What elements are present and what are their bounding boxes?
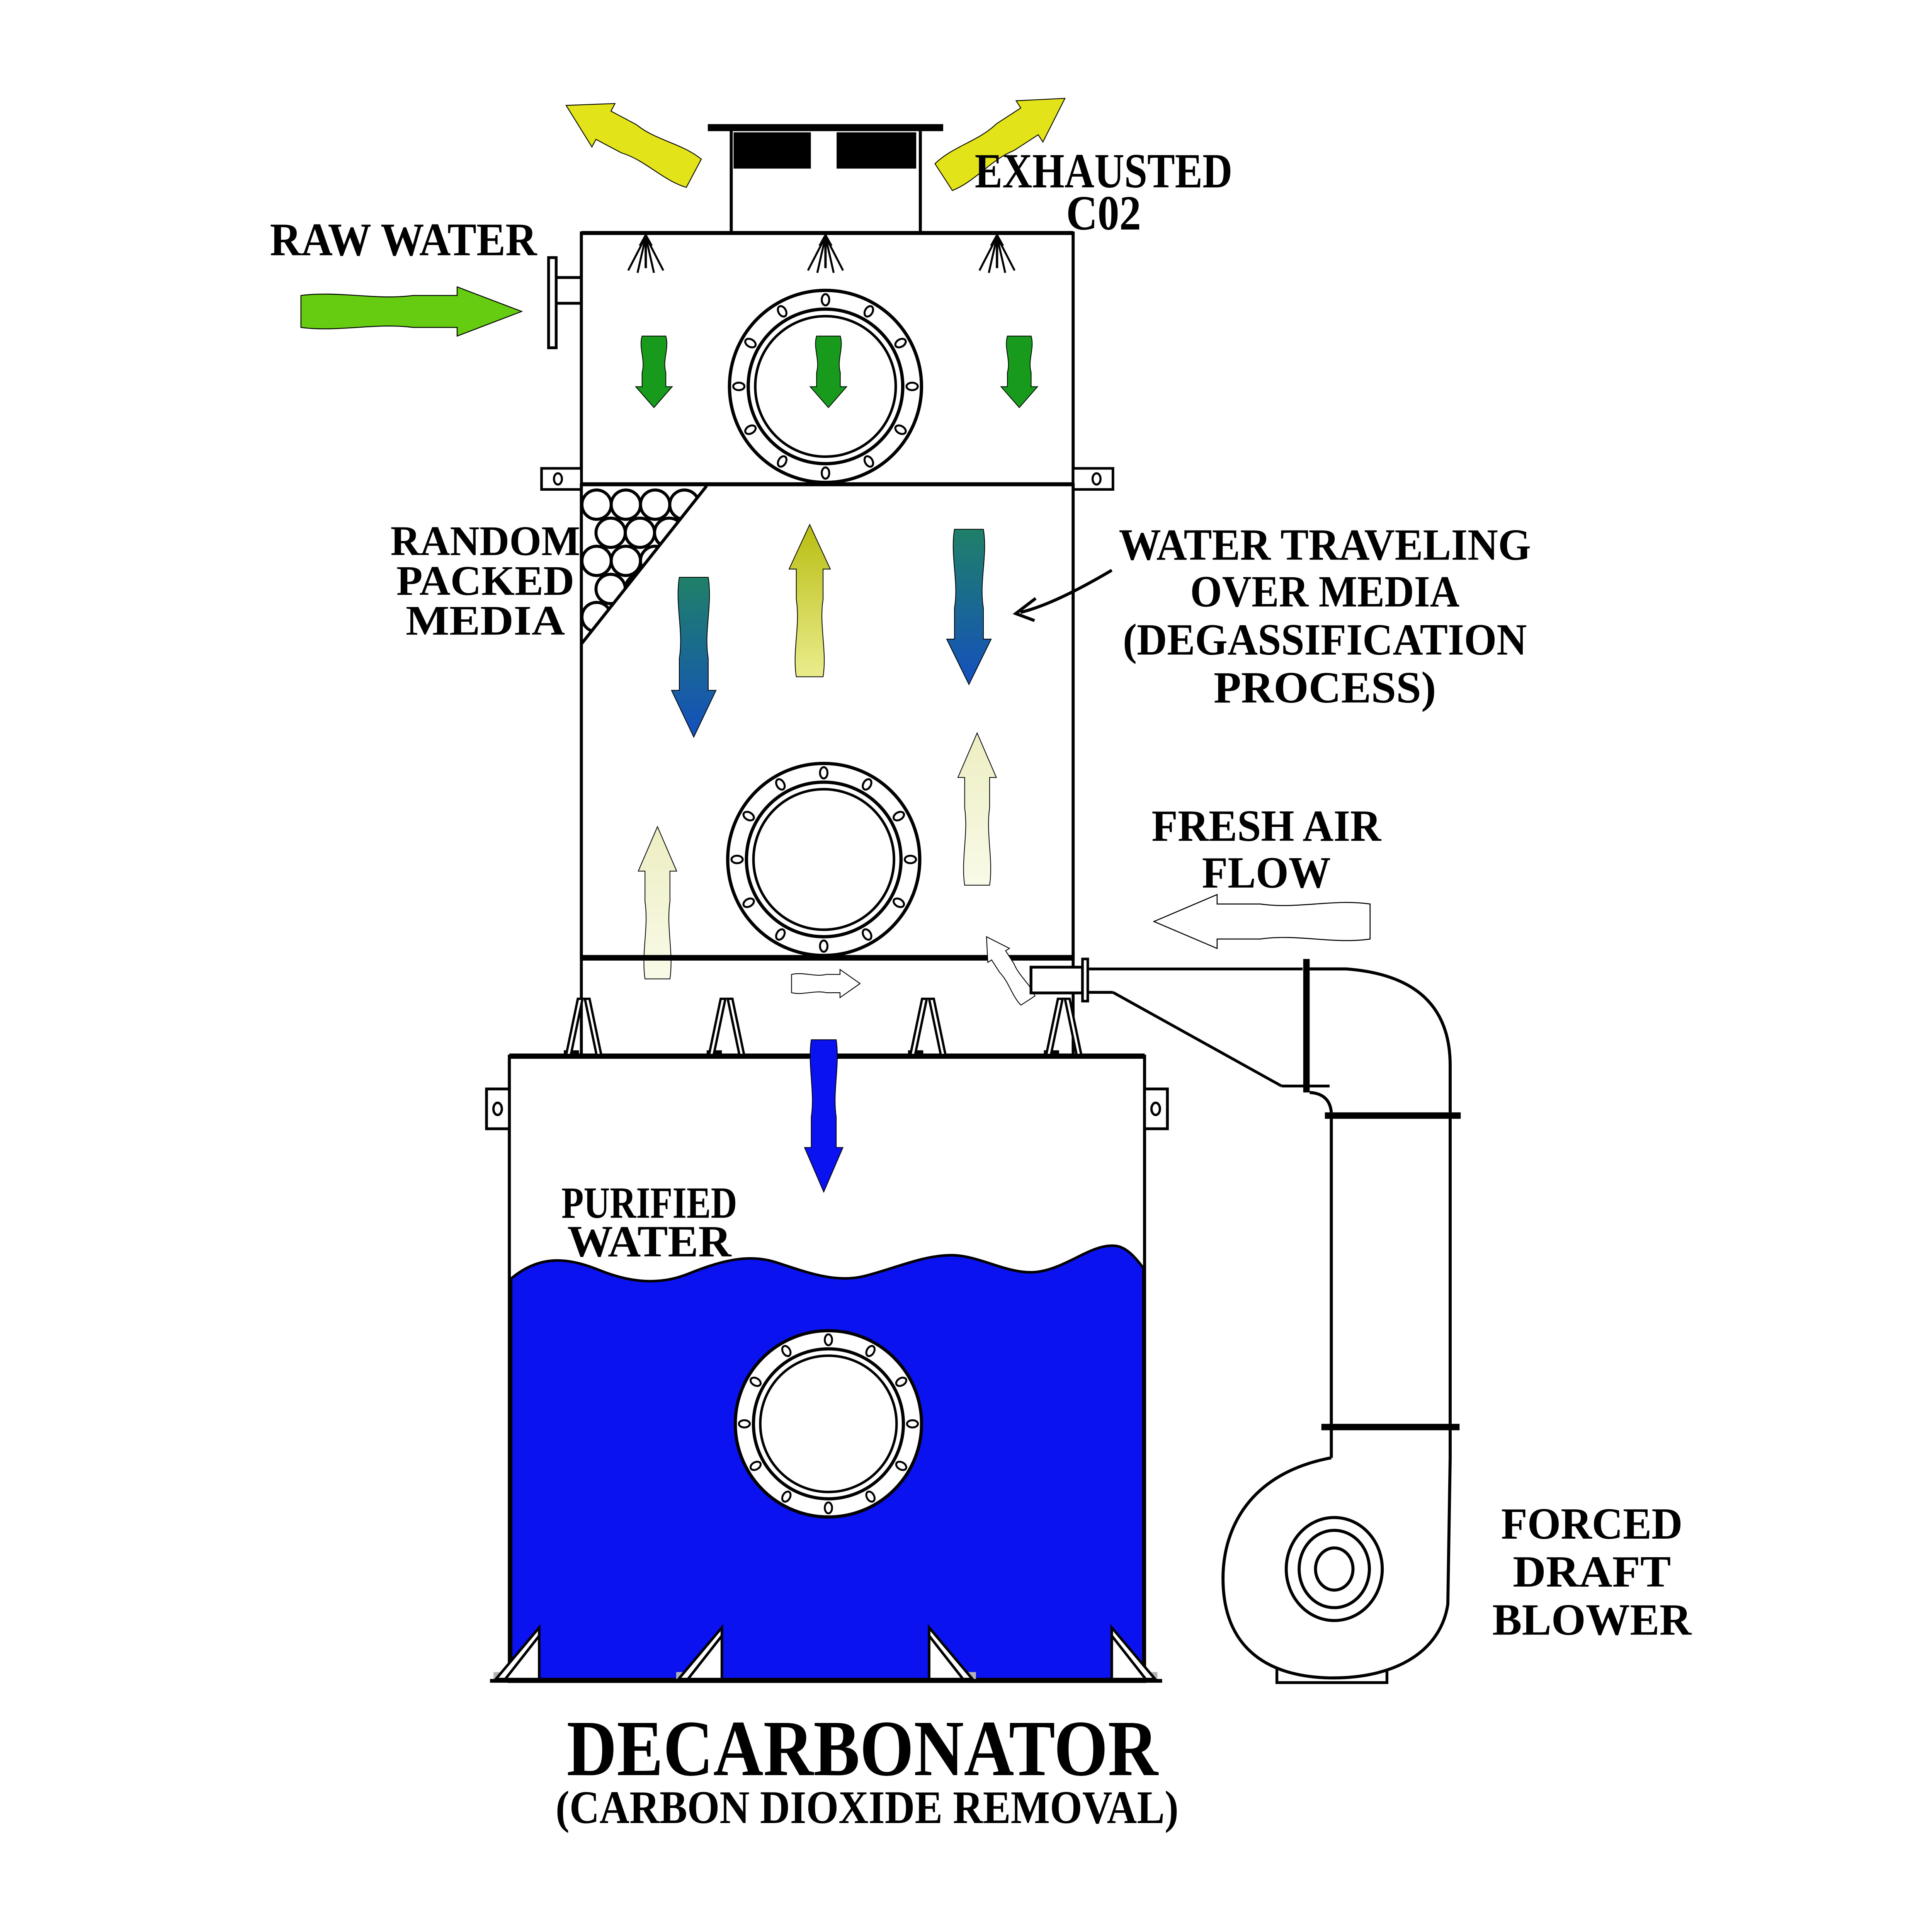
inlet-flange (547, 256, 558, 349)
spray-section (540, 231, 1114, 502)
air-inlet-stub (1029, 966, 1084, 995)
raw-water-arrow-icon (301, 287, 522, 336)
duct-flange (1325, 1112, 1461, 1119)
stack-cap-block-right (837, 132, 917, 169)
stack-cap-plate (707, 124, 943, 131)
column-lug-left (540, 467, 583, 491)
exhausted-co2-label: EXHAUSTED (975, 144, 1233, 198)
tank-lug-right (1143, 1087, 1169, 1130)
annotation-arrow (1012, 569, 1113, 622)
water-traveling-label: WATER TRAVELING (1119, 520, 1531, 569)
random-packed-media-label: RANDOM (391, 517, 580, 564)
fresh-air-flow-label: FRESH AIR (1151, 801, 1382, 850)
packing-section (580, 483, 1075, 979)
forced-draft-blower-label: DRAFT (1513, 1547, 1671, 1596)
water-traveling-label: PROCESS) (1214, 663, 1436, 712)
random-packed-media-label: PACKED (396, 557, 575, 604)
water-traveling-label: (DEGASSIFICATION (1123, 615, 1527, 664)
duct-flange (1303, 959, 1310, 1093)
air-duct (1029, 957, 1461, 1459)
raw-water-label: RAW WATER (270, 214, 537, 266)
tank-legs (493, 1624, 1158, 1680)
purified-water-label: PURIFIED (561, 1178, 737, 1228)
forced-draft-blower (1221, 1456, 1452, 1684)
air-inlet-arrow-icon (791, 969, 860, 998)
purified-water-label: WATER (567, 1217, 732, 1266)
random-packed-media-label: MEDIA (406, 597, 565, 644)
blower-scroll (1221, 1456, 1452, 1680)
manway-tank (735, 1331, 922, 1517)
diagram-subtitle: (CARBON DIOXIDE REMOVAL) (556, 1782, 1179, 1833)
manway-middle (728, 764, 920, 956)
media-boundary-line (580, 485, 708, 645)
air-inlet-flange (1081, 957, 1089, 1003)
diagram-title: DECARBONATOR (567, 1704, 1159, 1793)
tank-lug-left (485, 1087, 511, 1130)
exhaust-arrow-left-icon (554, 84, 705, 195)
exhausted-co2-label: C02 (1066, 186, 1141, 240)
forced-draft-blower-label: BLOWER (1492, 1595, 1692, 1644)
forced-draft-blower-label: FORCED (1501, 1499, 1683, 1548)
fresh-air-arrow-icon (1154, 895, 1370, 948)
duct-flange (1321, 1423, 1460, 1430)
exhaust-stack (707, 124, 943, 233)
water-traveling-label: OVER MEDIA (1190, 567, 1459, 616)
fresh-air-flow-label: FLOW (1202, 848, 1331, 897)
stack-cap-block-left (733, 132, 811, 169)
column-lug-right (1071, 467, 1114, 491)
raw-water-inlet (547, 256, 582, 349)
